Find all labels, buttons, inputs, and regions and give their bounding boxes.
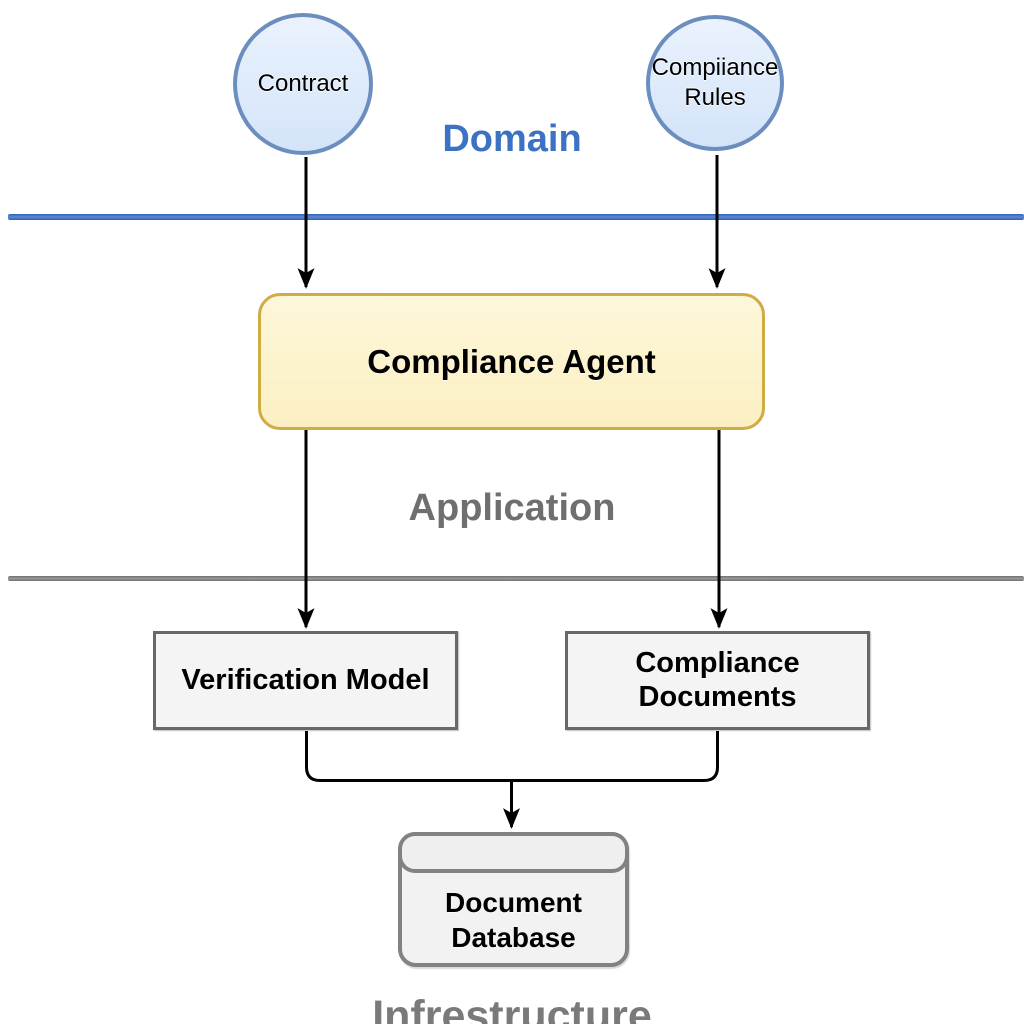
compliance-agent-label: Compliance Agent [367,342,656,380]
compliance-rules-node[interactable]: Compiiance Rules [646,15,784,151]
infrastructure-layer-label: Infrestructure [372,992,652,1024]
document-database-node[interactable]: Document Database [398,832,629,967]
compliance-agent-node[interactable]: Compliance Agent [258,293,765,430]
verification-model-label: Verification Model [181,663,430,696]
domain-layer-label: Domain [442,118,582,160]
verification-model-node[interactable]: Verification Model [153,631,458,730]
contract-label: Contract [257,70,349,97]
compliance-documents-node[interactable]: Compliance Documents [565,631,870,730]
compliance-rules-label: Compiiance Rules [651,54,779,111]
database-top-band [398,832,629,873]
application-layer-label: Application [408,487,616,529]
document-database-label: Document Database [445,886,582,953]
junction-connector [305,731,719,782]
contract-node[interactable]: Contract [233,13,373,155]
compliance-documents-label: Compliance Documents [635,647,800,713]
domain-application-separator [8,214,1024,220]
application-infrastructure-separator [8,576,1024,581]
